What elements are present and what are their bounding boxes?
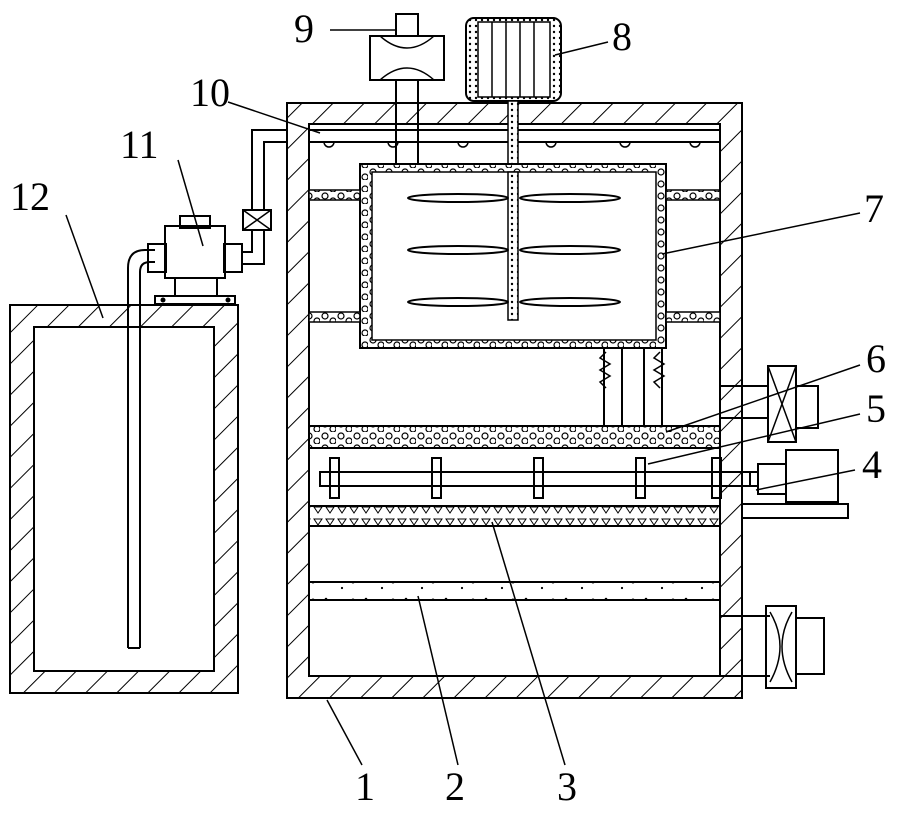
- leader-lines: [65, 29, 861, 766]
- callout-labels: 1 2 3 4 5 6 7 8 9 10 11 12: [10, 6, 886, 809]
- storage-tank: [9, 249, 239, 694]
- label-5: 5: [866, 386, 886, 431]
- label-3: 3: [557, 764, 577, 809]
- side-valve-upper: [720, 365, 819, 443]
- label-4: 4: [862, 442, 882, 487]
- label-9: 9: [294, 6, 314, 51]
- label-6: 6: [866, 336, 886, 381]
- label-2: 2: [445, 764, 465, 809]
- adsorption-layer: [308, 581, 721, 601]
- spray-nozzles: [323, 141, 701, 148]
- sieve-layer: [308, 505, 721, 527]
- label-7: 7: [864, 186, 884, 231]
- label-8: 8: [612, 14, 632, 59]
- feed-valve: [369, 13, 445, 169]
- mixing-vessel: [308, 163, 721, 427]
- label-11: 11: [120, 122, 159, 167]
- side-motor: [741, 449, 849, 519]
- mixing-blades: [407, 193, 621, 307]
- drain-outlet: [720, 605, 825, 689]
- agitator-bar: [319, 457, 751, 499]
- porous-filter-layer: [308, 425, 721, 449]
- label-1: 1: [355, 764, 375, 809]
- label-12: 12: [10, 174, 50, 219]
- label-10: 10: [190, 70, 230, 115]
